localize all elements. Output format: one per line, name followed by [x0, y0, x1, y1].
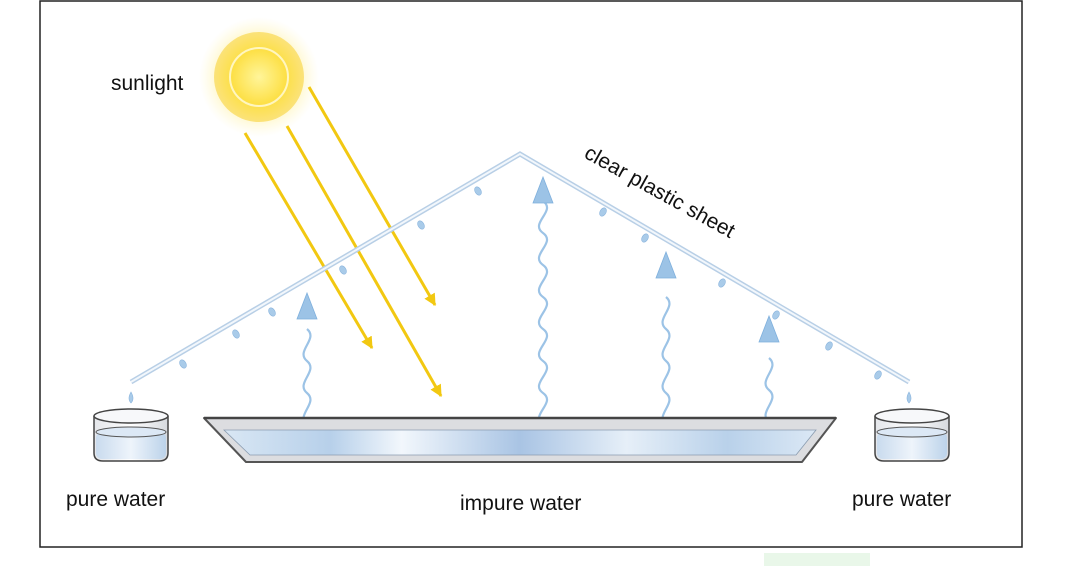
label-clear-plastic-sheet: clear plastic sheet — [581, 141, 739, 243]
left-beaker — [93, 408, 169, 462]
droplet — [874, 370, 882, 380]
sun-ray — [243, 132, 374, 350]
vapor-arrowheads — [296, 175, 780, 343]
vapor-arrow — [764, 357, 774, 423]
condensation-droplets — [128, 186, 912, 404]
stray-patch — [764, 553, 870, 566]
vapor-arrow — [302, 328, 312, 426]
droplet — [268, 307, 276, 317]
vapor-arrowhead — [758, 314, 780, 343]
droplet — [179, 359, 187, 369]
droplet — [718, 278, 726, 288]
label-impure-water: impure water — [460, 492, 581, 515]
sun-ray — [307, 86, 437, 307]
droplet — [417, 220, 425, 230]
vapor-arrowhead — [655, 250, 677, 279]
label-sunlight: sunlight — [111, 72, 184, 95]
droplet — [599, 207, 607, 217]
droplet — [339, 265, 347, 275]
water-basin — [203, 416, 837, 463]
droplet — [232, 329, 240, 339]
vapor-arrowhead — [532, 175, 554, 204]
droplet — [772, 310, 780, 320]
droplet — [825, 341, 833, 351]
droplet — [474, 186, 482, 196]
diagram-frame — [39, 0, 1023, 548]
vapor-arrow — [661, 296, 671, 426]
vapor-arrow — [537, 200, 549, 426]
label-pure-water-right: pure water — [852, 488, 951, 511]
vapor-arrows — [302, 200, 774, 426]
droplet — [128, 391, 134, 404]
vapor-arrowhead — [296, 291, 318, 320]
right-beaker — [874, 408, 950, 462]
sun-icon — [199, 17, 319, 137]
sunlight-rays — [243, 86, 443, 398]
plastic-sheet — [129, 151, 911, 385]
sun-ray — [285, 125, 443, 398]
label-pure-water-left: pure water — [66, 488, 165, 511]
droplet — [641, 233, 649, 243]
droplet — [906, 391, 912, 404]
